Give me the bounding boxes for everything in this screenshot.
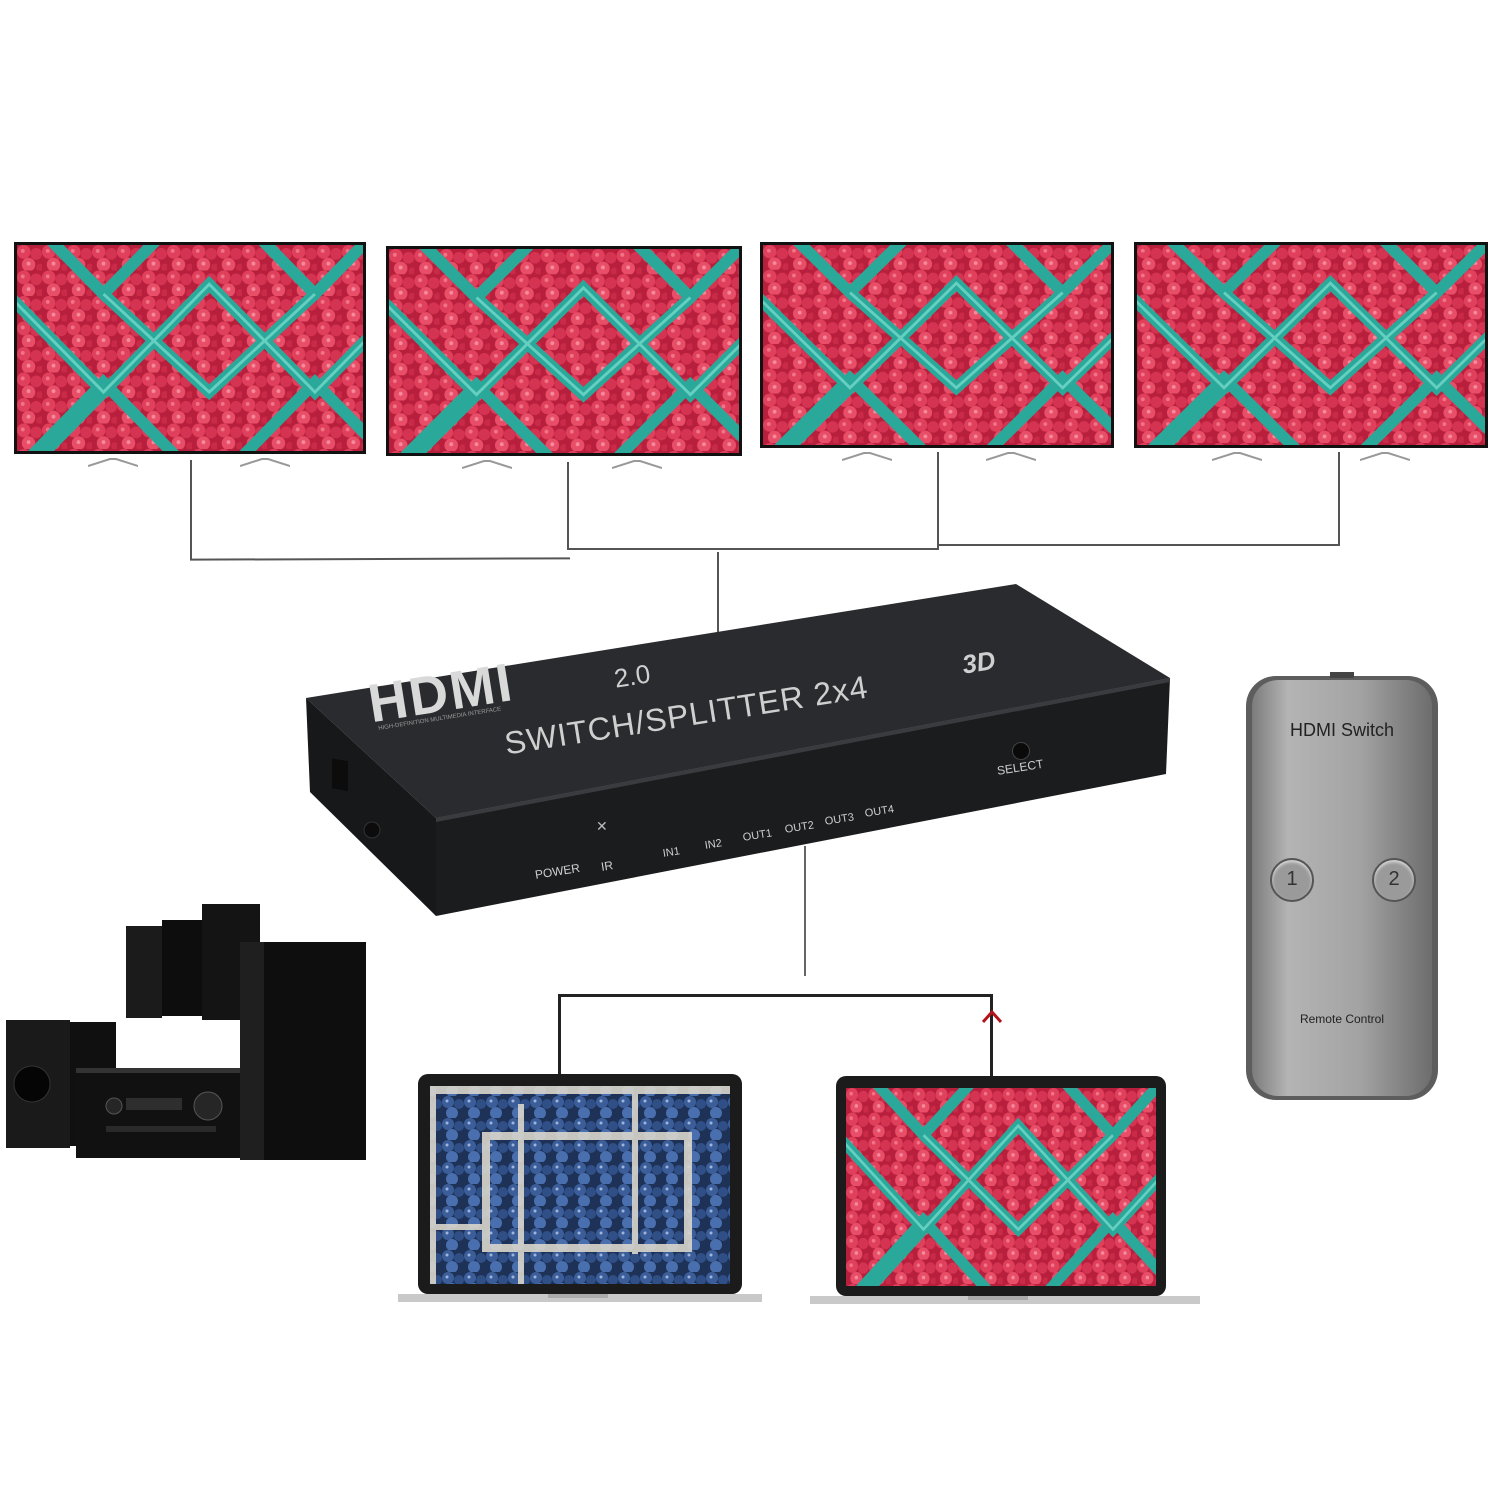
connector-line (937, 452, 939, 548)
remote-footer: Remote Control (1299, 1012, 1385, 1026)
connector-line (567, 548, 939, 550)
raspberry-screen (17, 245, 363, 451)
raspberry-screen (1137, 245, 1485, 445)
tv-stand (985, 448, 1037, 461)
tv-stand (611, 456, 663, 469)
tv-stand (1359, 448, 1411, 461)
connector-line (1338, 452, 1340, 544)
remote-button-1[interactable]: 1 (1270, 858, 1314, 902)
hdmi-switch-splitter: HDMI HIGH-DEFINITION MULTIMEDIA INTERFAC… (296, 578, 1176, 926)
arrow-up-icon (980, 1008, 1004, 1037)
raspberry-screen (763, 245, 1111, 445)
laptop-left (398, 1074, 788, 1304)
tv-1 (14, 242, 366, 454)
connector-line (990, 994, 993, 1080)
tv-stand (1211, 448, 1263, 461)
tv-stand (239, 454, 291, 467)
laptop-right (810, 1076, 1200, 1306)
connector-line (804, 846, 806, 976)
remote-button-2-label: 2 (1388, 868, 1400, 890)
connector-line (717, 552, 719, 634)
ir-sensor-icon: ✕ (596, 818, 608, 834)
front-label-ir: IR (600, 858, 615, 874)
tv-stand (841, 448, 893, 461)
raspberry-screen (829, 1076, 1200, 1306)
connector-line (558, 994, 992, 997)
tv-stand (87, 454, 139, 467)
connector-line (567, 462, 569, 550)
remote-button-1-label: 1 (1286, 868, 1298, 890)
remote-control: HDMI Switch 1 2 Remote Control (1244, 672, 1440, 1102)
version-label: 2.0 (612, 658, 653, 694)
select-button[interactable] (1012, 742, 1030, 760)
remote-title: HDMI Switch (1289, 720, 1394, 740)
connector-line (937, 544, 1340, 546)
tv-4 (1134, 242, 1488, 448)
tv-3 (760, 242, 1114, 448)
raspberry-screen (389, 249, 739, 453)
tv-stand (461, 456, 513, 469)
home-theater-speakers (6, 902, 366, 1164)
connector-line (190, 460, 192, 560)
connector-line (189, 557, 571, 561)
badge-3d: 3D (960, 644, 998, 680)
tv-2 (386, 246, 742, 456)
connector-line (558, 994, 561, 1080)
remote-button-2[interactable]: 2 (1372, 858, 1416, 902)
